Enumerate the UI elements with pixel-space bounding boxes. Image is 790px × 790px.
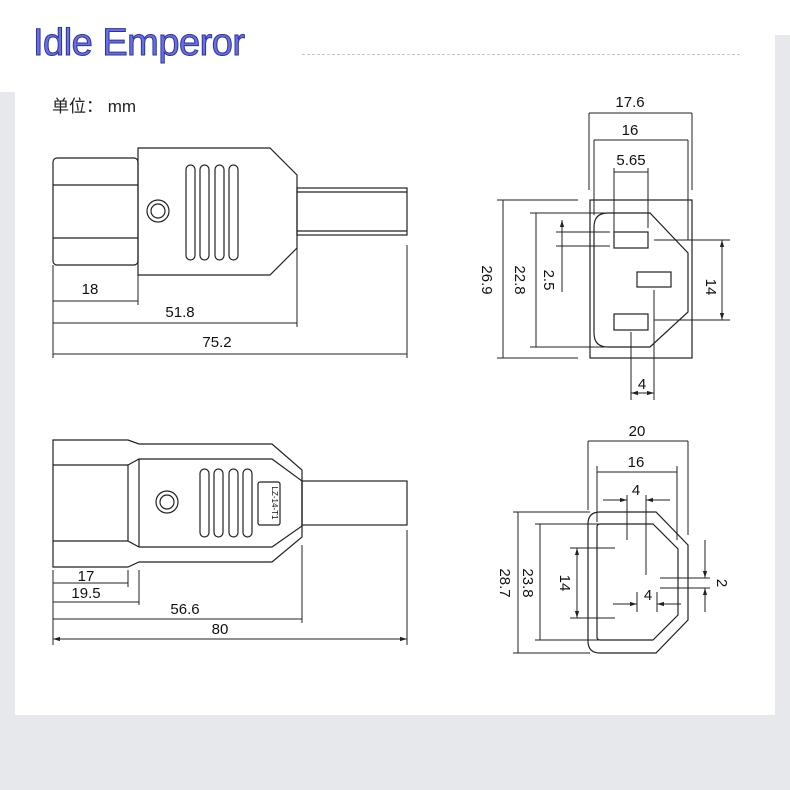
front-view-top: 17.6 16 5.65 26.9 22.8 2.5 14 4	[478, 94, 730, 400]
brand-logo: Idle Emperor	[33, 22, 246, 65]
dim-label: 14	[702, 279, 719, 296]
dim-label: 23.8	[519, 568, 536, 597]
dim-label: 20	[629, 423, 646, 440]
dim-label: 18	[82, 281, 99, 298]
dim-label: 28.7	[496, 568, 513, 597]
dim-label: 51.8	[165, 304, 194, 321]
dim-label: 4	[644, 587, 652, 604]
dim-label: 4	[632, 482, 640, 499]
side-view-bottom: LZ-14-T1 17 19.5 56.6 80	[52, 439, 408, 645]
dim-label: 16	[622, 122, 639, 139]
dim-label: 26.9	[478, 265, 495, 294]
model-label: LZ-14-T1	[270, 487, 279, 520]
dim-label: 17.6	[615, 94, 644, 111]
dim-label: 56.6	[170, 601, 199, 618]
side-view-top: 18 51.8 75.2	[52, 147, 408, 358]
dim-label: 17	[78, 568, 95, 585]
dim-label: 5.65	[616, 152, 645, 169]
dim-label: 80	[212, 621, 229, 638]
front-view-bottom: 20 16 4 28.7 23.8 14 4 2	[496, 423, 730, 654]
header-divider	[302, 54, 740, 55]
dim-label: 2	[713, 579, 730, 587]
dim-label: 4	[638, 376, 646, 393]
dim-label: 22.8	[511, 265, 528, 294]
header	[0, 0, 300, 92]
dim-label: 14	[556, 575, 573, 592]
dim-label: 2.5	[540, 270, 557, 291]
dim-label: 75.2	[202, 334, 231, 351]
dim-label: 19.5	[71, 585, 100, 602]
dim-label: 16	[628, 454, 645, 471]
unit-label: 单位： mm	[52, 97, 137, 116]
